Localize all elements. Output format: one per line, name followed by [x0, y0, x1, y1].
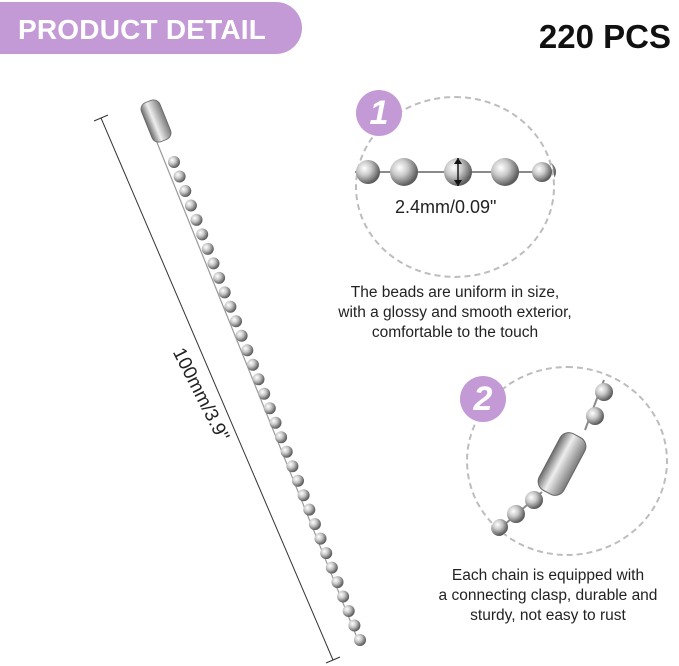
- detail-description-1: The beads are uniform in size, with a gl…: [310, 283, 600, 343]
- chain-bead: [354, 634, 366, 646]
- chain-bead: [196, 228, 209, 241]
- product-detail-banner: PRODUCT DETAIL: [0, 2, 302, 54]
- chain-bead: [308, 518, 321, 531]
- chain-bead: [224, 300, 237, 313]
- banner-title: PRODUCT DETAIL: [18, 14, 267, 45]
- chain-clasp: [140, 99, 172, 143]
- chain-bead: [246, 358, 259, 371]
- length-dimension-line: [100, 117, 334, 661]
- chain-bead: [235, 329, 248, 342]
- chain-beads: [168, 156, 366, 646]
- chain-bead: [173, 170, 186, 183]
- chain-bead: [337, 590, 350, 603]
- chain-bead: [320, 547, 333, 560]
- chain-bead: [201, 242, 214, 255]
- chain-bead: [263, 402, 276, 415]
- description-line: sturdy, not easy to rust: [470, 607, 626, 624]
- length-tick-top: [93, 114, 109, 122]
- quantity-label: 220 PCS: [538, 18, 671, 55]
- chain-bead: [184, 199, 197, 212]
- chain-bead: [241, 344, 254, 357]
- bead-size-label: 2.4mm/0.09": [395, 197, 497, 217]
- chain-bead: [348, 619, 361, 632]
- description-line: a connecting clasp, durable and: [438, 587, 658, 604]
- detail-description-2: Each chain is equipped with a connecting…: [418, 566, 678, 626]
- chain-bead: [258, 387, 271, 400]
- chain-bead: [314, 532, 327, 545]
- length-tick-bottom: [325, 656, 341, 664]
- chain-bead: [168, 156, 180, 168]
- description-line: comfortable to the touch: [371, 324, 539, 341]
- chain-bead: [303, 503, 316, 516]
- detail-badge-1: 1: [356, 90, 402, 136]
- chain-bead: [286, 460, 299, 473]
- chain-bead: [230, 315, 242, 328]
- chain-bead: [179, 185, 192, 197]
- description-line: The beads are uniform in size,: [350, 284, 560, 301]
- chain-bead: [213, 271, 226, 284]
- chain-bead: [207, 257, 220, 270]
- chain-bead: [269, 416, 282, 429]
- description-line: with a glossy and smooth exterior,: [338, 304, 572, 321]
- description-line: Each chain is equipped with: [451, 567, 645, 584]
- chain-bead: [292, 474, 304, 487]
- chain-bead: [218, 286, 231, 299]
- chain-bead: [325, 561, 338, 574]
- chain-bead: [190, 213, 203, 226]
- chain-bead: [331, 576, 344, 589]
- chain-bead: [297, 489, 310, 502]
- chain-bead: [342, 605, 355, 617]
- chain-bead: [275, 431, 288, 444]
- detail-badge-2: 2: [460, 376, 506, 422]
- chain-bead: [252, 373, 265, 386]
- chain-bead: [280, 445, 293, 458]
